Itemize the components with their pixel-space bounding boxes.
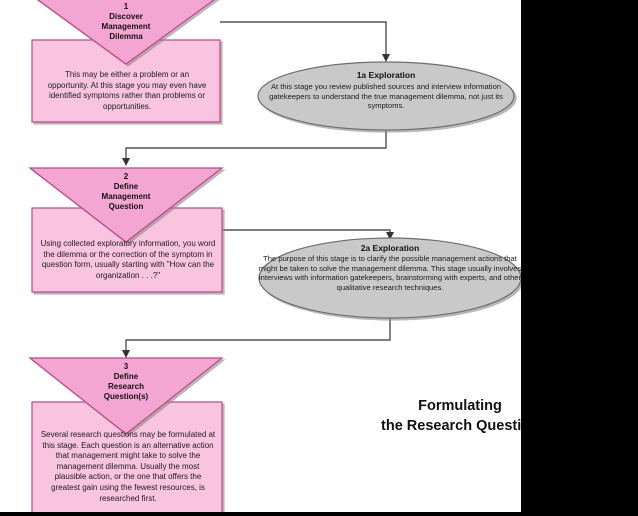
connector-2a-to-stage3 <box>122 318 391 358</box>
stage-1-group <box>31 0 221 123</box>
stage-3-description: Several research questions may be formul… <box>40 430 216 503</box>
stage-3-number: 3 <box>123 362 129 371</box>
stage-1-title: Discover Management Dilemma <box>101 12 151 41</box>
stage-2-description: Using collected exploratory information,… <box>40 239 216 280</box>
exploration-1a-description: At this stage you review published sourc… <box>269 82 503 111</box>
stage-1-description: This may be either a problem or an oppor… <box>47 70 207 111</box>
exploration-2a-title: 2a Exploration <box>360 243 420 253</box>
exploration-2a-ellipse <box>258 237 521 319</box>
stage-3-title: Define Research Question(s) <box>103 372 149 401</box>
caption-line-2: the Research Question <box>381 418 521 434</box>
connectors <box>122 21 394 358</box>
stage-1-number: 1 <box>123 2 129 11</box>
stage-2-number: 2 <box>123 172 129 181</box>
black-side-bar <box>521 0 638 516</box>
stage-2-group <box>28 167 224 293</box>
exploration-2a-description: The purpose of this stage is to clarify … <box>258 254 522 292</box>
stage-2-title: Define Management Question <box>101 182 151 211</box>
bottom-edge-bar <box>0 512 521 516</box>
caption-line-1: Formulating <box>418 398 502 414</box>
exploration-1a-ellipse <box>257 61 515 131</box>
stage-1-triangle <box>37 0 215 65</box>
caption-clip: Formulating the Research Question <box>360 396 521 436</box>
stage-3-triangle <box>28 357 224 435</box>
stage-3-group <box>28 357 224 515</box>
connector-stage2-to-2a <box>222 229 394 240</box>
flowchart-graphics <box>28 0 521 515</box>
connector-stage1-to-1a <box>220 21 390 62</box>
connector-1a-to-stage2 <box>122 130 387 166</box>
stage-2-triangle <box>28 167 224 243</box>
exploration-1a-title: 1a Exploration <box>356 70 416 80</box>
slide-caption: Formulating the Research Question <box>360 396 521 436</box>
